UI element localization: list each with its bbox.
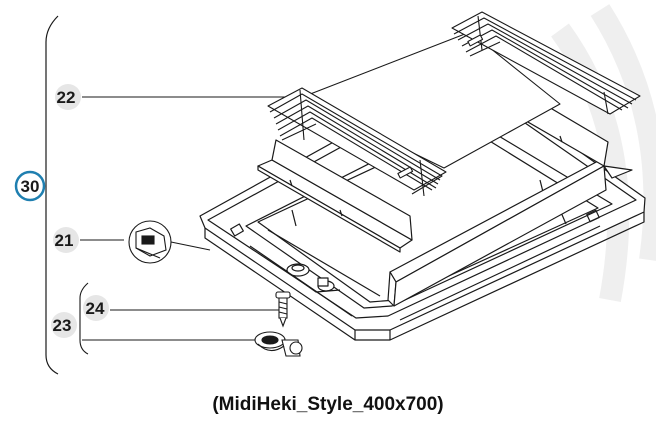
diagram-caption: (MidiHeki_Style_400x700) — [212, 394, 444, 415]
roller-blind-screen — [267, 11, 641, 197]
latch-knob-part — [254, 331, 303, 357]
group-23-bracket — [79, 282, 89, 355]
callout-23: 23 — [51, 312, 77, 338]
callout-21: 21 — [53, 227, 79, 253]
group-30-bracket — [45, 15, 59, 375]
watermark — [551, 4, 656, 303]
leader-lines — [80, 96, 300, 341]
blind-rail-left — [257, 139, 413, 253]
callout-23-label: 23 — [53, 316, 72, 335]
blind-rail-right — [387, 159, 607, 307]
screw-part — [275, 291, 291, 328]
callout-30-label: 30 — [21, 177, 40, 196]
callout-30: 30 — [14, 170, 46, 202]
callout-24: 24 — [83, 295, 109, 321]
callout-22: 22 — [55, 84, 81, 110]
callout-21-label: 21 — [55, 231, 74, 250]
callout-24-label: 24 — [86, 299, 105, 318]
clip-detail-bubble — [128, 220, 211, 264]
callout-22-label: 22 — [57, 88, 76, 107]
